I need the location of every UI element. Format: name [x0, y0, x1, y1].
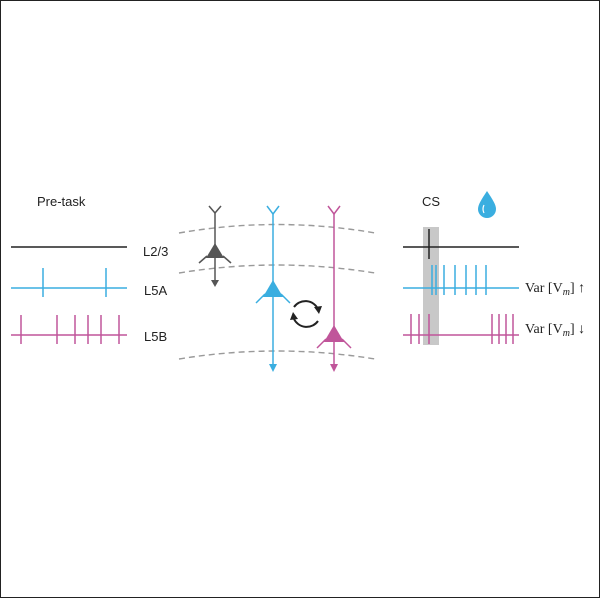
layer-label-l5a: L5A — [144, 283, 167, 298]
pretask-label: Pre-task — [37, 194, 86, 209]
variance-up-label: Var [Vm] ↑ — [525, 281, 585, 298]
water-drop-highlight — [482, 204, 485, 214]
pretask-l5a-trace — [11, 268, 127, 297]
boundary-l1-l23 — [178, 223, 376, 234]
variance-down-label: Var [Vm] ↓ — [525, 322, 585, 339]
task-l5a-trace — [403, 265, 519, 295]
l5a-neuron — [255, 205, 291, 372]
task-l5b-trace — [403, 314, 519, 344]
layer-boundaries — [178, 223, 376, 360]
layer-label-l5b: L5B — [144, 329, 167, 344]
water-drop-icon — [478, 191, 496, 218]
boundary-l23-l5a — [178, 264, 376, 274]
l5b-neuron — [316, 205, 352, 372]
pretask-l5b-trace — [11, 315, 127, 344]
layer-label-l23: L2/3 — [143, 244, 168, 259]
circular-arrows-icon — [290, 300, 322, 328]
boundary-l5b-l6 — [178, 350, 376, 360]
cs-label: CS — [422, 194, 440, 209]
task-l23-trace — [403, 229, 519, 259]
cs-window-band — [423, 227, 439, 345]
l23-neuron — [198, 205, 232, 287]
